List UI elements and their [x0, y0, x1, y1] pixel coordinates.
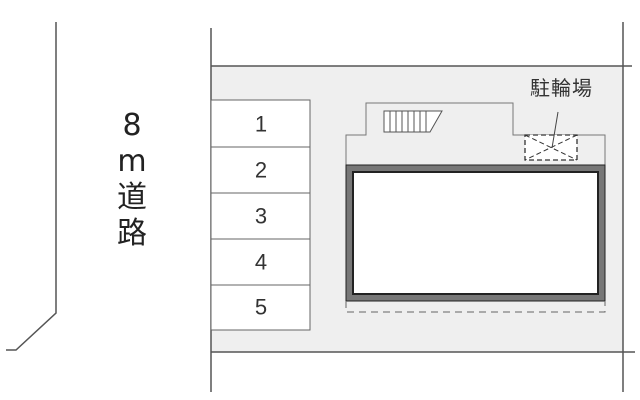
balcony-line: [345, 301, 606, 313]
road-width: 8: [122, 108, 142, 143]
parking-space-2[interactable]: 2: [255, 158, 267, 183]
road-char-2: 路: [117, 216, 147, 251]
road-unit: m: [117, 144, 147, 179]
parking-space-1[interactable]: 1: [255, 112, 267, 137]
parking-spaces: 1 2 3 4 5: [210, 99, 311, 331]
parking-space-3[interactable]: 3: [255, 204, 267, 229]
road-label: 8 m 道 路: [112, 108, 152, 252]
staircase-icon: [383, 110, 443, 133]
bicycle-parking-area[interactable]: [524, 111, 578, 161]
parking-space-4[interactable]: 4: [255, 250, 267, 275]
parking-space-5[interactable]: 5: [255, 295, 267, 320]
building[interactable]: [345, 164, 606, 302]
leader-line: [551, 111, 559, 149]
road-edge-line: [6, 22, 57, 351]
bicycle-parking-label: 駐輪場: [530, 76, 593, 100]
road-char-1: 道: [117, 180, 147, 215]
